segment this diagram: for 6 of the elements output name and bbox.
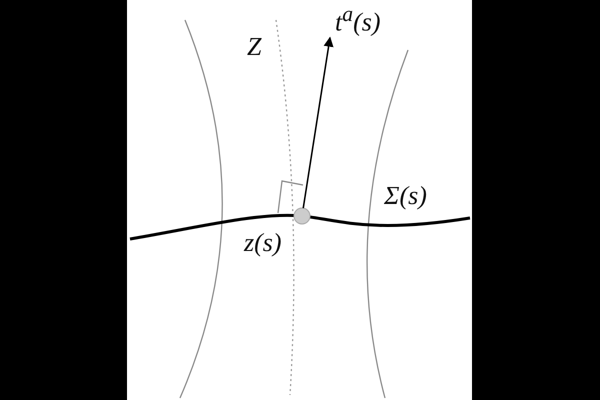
point-label: z(s) (244, 230, 282, 256)
vector-arrow (302, 36, 334, 208)
curve-label: Σ(s) (384, 183, 427, 209)
surface-label: Z (247, 34, 262, 60)
vector-label: t$^{a}$(s) (335, 4, 380, 36)
point-marker (294, 208, 310, 224)
